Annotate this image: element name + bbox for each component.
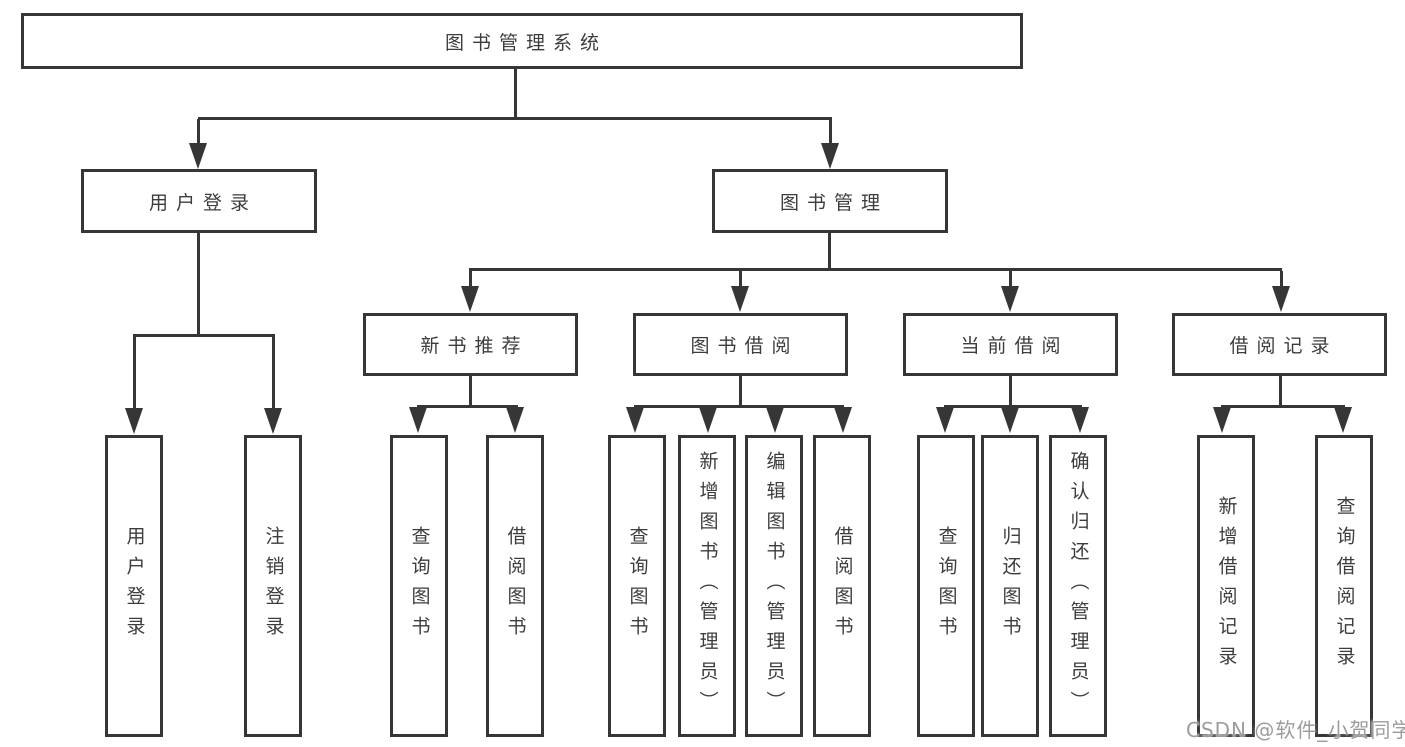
connector-line bbox=[133, 336, 136, 409]
connector-line bbox=[1280, 271, 1283, 287]
node-label: 当前借阅 bbox=[960, 335, 1069, 357]
node-current-borrowing: 当前借阅 bbox=[903, 313, 1118, 376]
leaf-logout: 注销登录 bbox=[244, 435, 302, 737]
leaf-label: 归还图书 bbox=[999, 526, 1022, 646]
node-borrowing-records: 借阅记录 bbox=[1172, 313, 1387, 376]
arrowhead-down-icon bbox=[1001, 286, 1019, 312]
node-label: 新书推荐 bbox=[420, 335, 529, 357]
leaf-confirm-return-admin: 确认归还（管理员） bbox=[1049, 435, 1107, 737]
arrowhead-down-icon bbox=[264, 408, 282, 434]
arrowhead-down-icon bbox=[1334, 407, 1352, 433]
arrowhead-down-icon bbox=[821, 143, 839, 169]
arrowhead-down-icon bbox=[936, 407, 954, 433]
leaf-label: 新增借阅记录 bbox=[1215, 496, 1238, 676]
connector-line bbox=[197, 233, 200, 336]
arrowhead-down-icon bbox=[1071, 407, 1089, 433]
leaf-label: 借阅图书 bbox=[831, 526, 854, 646]
leaf-label: 查询图书 bbox=[408, 526, 431, 646]
leaf-query-borrow-record: 查询借阅记录 bbox=[1315, 435, 1373, 737]
leaf-borrow-books: 借阅图书 bbox=[813, 435, 871, 737]
leaf-label: 查询图书 bbox=[935, 526, 958, 646]
arrowhead-down-icon bbox=[731, 286, 749, 312]
leaf-label: 编辑图书（管理员） bbox=[763, 451, 786, 721]
leaf-label: 借阅图书 bbox=[504, 526, 527, 646]
node-new-book-recommendation: 新书推荐 bbox=[363, 313, 578, 376]
connector-line bbox=[1009, 376, 1012, 407]
connector-line bbox=[634, 405, 844, 408]
arrowhead-down-icon bbox=[506, 407, 524, 433]
arrowhead-down-icon bbox=[189, 143, 207, 169]
arrowhead-down-icon bbox=[125, 408, 143, 434]
arrowhead-down-icon bbox=[699, 407, 717, 433]
leaf-query-books: 查询图书 bbox=[608, 435, 666, 737]
leaf-return-books: 归还图书 bbox=[981, 435, 1039, 737]
connector-line bbox=[944, 405, 1082, 408]
connector-line bbox=[1009, 271, 1012, 287]
arrowhead-down-icon bbox=[1001, 407, 1019, 433]
connector-line bbox=[739, 376, 742, 407]
node-book-borrowing: 图书借阅 bbox=[633, 313, 848, 376]
arrowhead-down-icon bbox=[1272, 286, 1290, 312]
node-label: 图书管理 bbox=[779, 191, 888, 214]
arrowhead-down-icon bbox=[409, 407, 427, 433]
connector-line bbox=[469, 376, 472, 407]
connector-line bbox=[739, 271, 742, 287]
leaf-borrow-books: 借阅图书 bbox=[486, 435, 544, 737]
csdn-watermark: CSDN @软件_小贺同学 bbox=[1186, 718, 1405, 742]
leaf-label: 确认归还（管理员） bbox=[1067, 451, 1090, 721]
leaf-label: 注销登录 bbox=[262, 526, 285, 646]
connector-line bbox=[1221, 405, 1345, 408]
connector-line bbox=[272, 336, 275, 409]
connector-line bbox=[133, 334, 275, 337]
connector-line bbox=[514, 69, 517, 118]
leaf-label: 新增图书（管理员） bbox=[696, 451, 719, 721]
connector-line bbox=[828, 233, 831, 270]
node-root-library-system: 图书管理系统 bbox=[21, 13, 1023, 69]
node-user-login: 用户登录 bbox=[81, 169, 317, 233]
connector-line bbox=[1279, 376, 1282, 407]
leaf-user-login: 用户登录 bbox=[105, 435, 163, 737]
connector-line bbox=[469, 268, 1282, 271]
leaf-label: 查询图书 bbox=[626, 526, 649, 646]
leaf-query-books: 查询图书 bbox=[390, 435, 448, 737]
node-label: 借阅记录 bbox=[1229, 335, 1338, 357]
leaf-add-borrow-record: 新增借阅记录 bbox=[1197, 435, 1255, 737]
leaf-edit-books-admin: 编辑图书（管理员） bbox=[745, 435, 803, 737]
node-label: 图书借阅 bbox=[690, 335, 799, 357]
leaf-add-books-admin: 新增图书（管理员） bbox=[678, 435, 736, 737]
arrowhead-down-icon bbox=[766, 407, 784, 433]
leaf-label: 用户登录 bbox=[123, 526, 146, 646]
node-book-management: 图书管理 bbox=[712, 169, 948, 233]
arrowhead-down-icon bbox=[1213, 407, 1231, 433]
connector-line bbox=[829, 119, 832, 146]
connector-line bbox=[198, 117, 832, 120]
connector-line bbox=[197, 119, 200, 146]
leaf-query-books: 查询图书 bbox=[917, 435, 975, 737]
leaf-label: 查询借阅记录 bbox=[1333, 496, 1356, 676]
arrowhead-down-icon bbox=[461, 286, 479, 312]
node-label: 图书管理系统 bbox=[444, 31, 607, 54]
connector-line bbox=[469, 271, 472, 287]
node-label: 用户登录 bbox=[148, 191, 257, 214]
arrowhead-down-icon bbox=[626, 407, 644, 433]
connector-line bbox=[417, 405, 518, 408]
arrowhead-down-icon bbox=[834, 407, 852, 433]
